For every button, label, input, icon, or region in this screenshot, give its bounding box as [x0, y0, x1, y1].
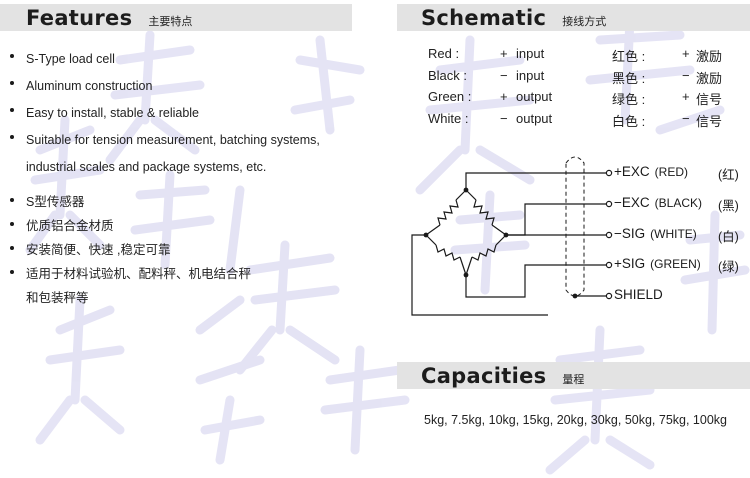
terminal-label-shield: SHIELD: [614, 287, 663, 302]
capacity-values: 5kg, 7.5kg, 10kg, 15kg, 20kg, 30kg, 50kg…: [424, 413, 727, 427]
features-list-en: S-Type load cell Aluminum construction E…: [10, 46, 320, 181]
wire-sign: +: [500, 46, 508, 61]
capacities-title: Capacities: [421, 363, 547, 388]
shield-sheath: [565, 156, 585, 297]
wire-signal-cn: 信号: [696, 92, 723, 108]
terminal-shield: [605, 292, 613, 300]
node-left: [423, 232, 429, 238]
terminal-minus-exc: [605, 200, 613, 208]
feature-item-cn: 适用于材料试验机、配料秤、机电结合秤: [10, 262, 251, 286]
wire-sign: −: [500, 67, 508, 83]
wire-color: Green :: [428, 89, 472, 105]
features-title: Features: [26, 5, 133, 30]
feature-item-continuation: industrial scales and package systems, e…: [26, 160, 267, 174]
wire-sign-cn: +: [682, 46, 690, 61]
node-shield: [572, 293, 578, 299]
terminal-plus-sig: [605, 261, 613, 269]
wire-sign: −: [500, 111, 508, 127]
node-right: [503, 232, 509, 238]
terminal-color: (RED): [654, 165, 688, 179]
terminal-label-plus-sig: +SIG (GREEN) (绿): [614, 256, 739, 274]
node-bottom: [463, 272, 469, 278]
wire-color-cn: 黑色 :: [612, 70, 646, 86]
wire-color: Black :: [428, 67, 468, 83]
wire-signal-cn: 信号: [696, 114, 723, 130]
terminal-label-plus-exc: +EXC (RED) (红): [614, 164, 739, 182]
resistor-bottom-right: [471, 244, 497, 261]
wire-signal: output: [516, 111, 553, 127]
wire-color-cn: 白色 :: [612, 114, 646, 130]
terminal-color-cn: (白): [718, 230, 739, 244]
feature-item: S-Type load cell: [10, 46, 320, 73]
resistor-top-right: [473, 199, 495, 226]
terminal-color: (WHITE): [650, 227, 697, 241]
wire-left-loop: [411, 234, 548, 316]
terminal-plus-exc: [605, 169, 613, 177]
feature-item-cn: 优质铝合金材质: [10, 214, 251, 238]
terminal-label-minus-exc: −EXC (BLACK) (黑): [614, 195, 739, 213]
capacities-subtitle: 量程: [562, 373, 585, 386]
wire-plus-exc: [465, 172, 607, 190]
feature-item: Easy to install, stable & reliable: [10, 100, 320, 127]
terminal-name: −SIG: [614, 226, 646, 241]
feature-item: Aluminum construction: [10, 73, 320, 100]
terminal-minus-sig: [605, 231, 613, 239]
terminal-color-cn: (绿): [718, 260, 739, 274]
schematic-subtitle: 接线方式: [562, 15, 607, 28]
wire-signal-cn: 激励: [696, 70, 723, 86]
features-list-cn: S型传感器 优质铝合金材质 安装简便、快速 ,稳定可靠 适用于材料试验机、配料秤…: [10, 190, 251, 310]
terminal-color-cn: (黑): [718, 199, 739, 213]
wire-plus-sig: [465, 264, 607, 298]
wire-color-cn: 绿色 :: [612, 92, 646, 108]
wire-signal-cn: 激励: [696, 49, 723, 64]
wire-signal: input: [516, 67, 545, 83]
wire-signal: output: [516, 89, 553, 105]
wire-minus-exc: [506, 203, 607, 236]
resistor-bottom-left: [435, 244, 461, 261]
node-top: [463, 187, 469, 193]
terminal-name: +EXC: [614, 164, 650, 179]
wire-color-cn: 红色 :: [612, 49, 646, 64]
schematic-title: Schematic: [421, 5, 547, 30]
resistor-top-left: [437, 199, 459, 226]
terminal-color: (BLACK): [654, 196, 702, 210]
wire-sign: +: [500, 89, 508, 105]
wire-signal: input: [516, 46, 545, 61]
wire-sign-cn: −: [682, 111, 690, 127]
terminal-color: (GREEN): [650, 257, 701, 271]
wire-color: Red :: [428, 46, 460, 61]
terminal-color-cn: (红): [718, 168, 739, 182]
features-subtitle: 主要特点: [148, 15, 193, 28]
wire-color: White :: [428, 111, 469, 127]
terminal-label-minus-sig: −SIG (WHITE) (白): [614, 226, 739, 244]
terminal-name: SHIELD: [614, 287, 663, 302]
wire-sign-cn: −: [682, 67, 690, 83]
wire-sign-cn: +: [682, 89, 690, 105]
feature-item-cn-continuation: 和包装秤等: [26, 291, 89, 305]
terminal-name: +SIG: [614, 256, 646, 271]
capacities-header: Capacities 量程: [397, 362, 750, 389]
bridge-schematic-diagram: [411, 156, 613, 316]
features-header: Features 主要特点: [0, 4, 352, 31]
feature-item-cn: S型传感器: [10, 190, 251, 214]
feature-item-cn: 安装简便、快速 ,稳定可靠: [10, 238, 251, 262]
schematic-header: Schematic 接线方式: [397, 4, 750, 31]
feature-item: Suitable for tension measurement, batchi…: [10, 127, 320, 154]
terminal-name: −EXC: [614, 195, 650, 210]
